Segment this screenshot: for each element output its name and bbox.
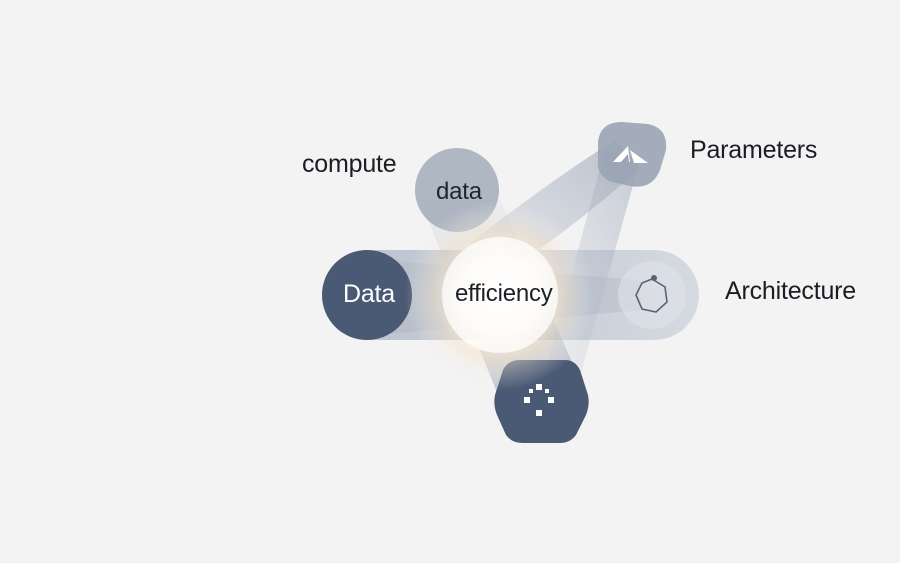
label-architecture: Architecture (725, 277, 856, 305)
node-architecture-shape (618, 261, 686, 329)
center-node-shape (442, 237, 558, 353)
triangle-arrows-icon (613, 146, 648, 163)
node-data-left-shape (322, 250, 412, 340)
dotted-square-icon (524, 384, 554, 416)
node-data-left-label: Data (343, 280, 396, 308)
center-node-label: efficiency (455, 280, 553, 307)
label-compute: compute (302, 150, 397, 178)
hexagon-outline-icon (635, 274, 668, 313)
node-data-upper-label: data (436, 178, 482, 205)
label-parameters: Parameters (690, 136, 818, 164)
